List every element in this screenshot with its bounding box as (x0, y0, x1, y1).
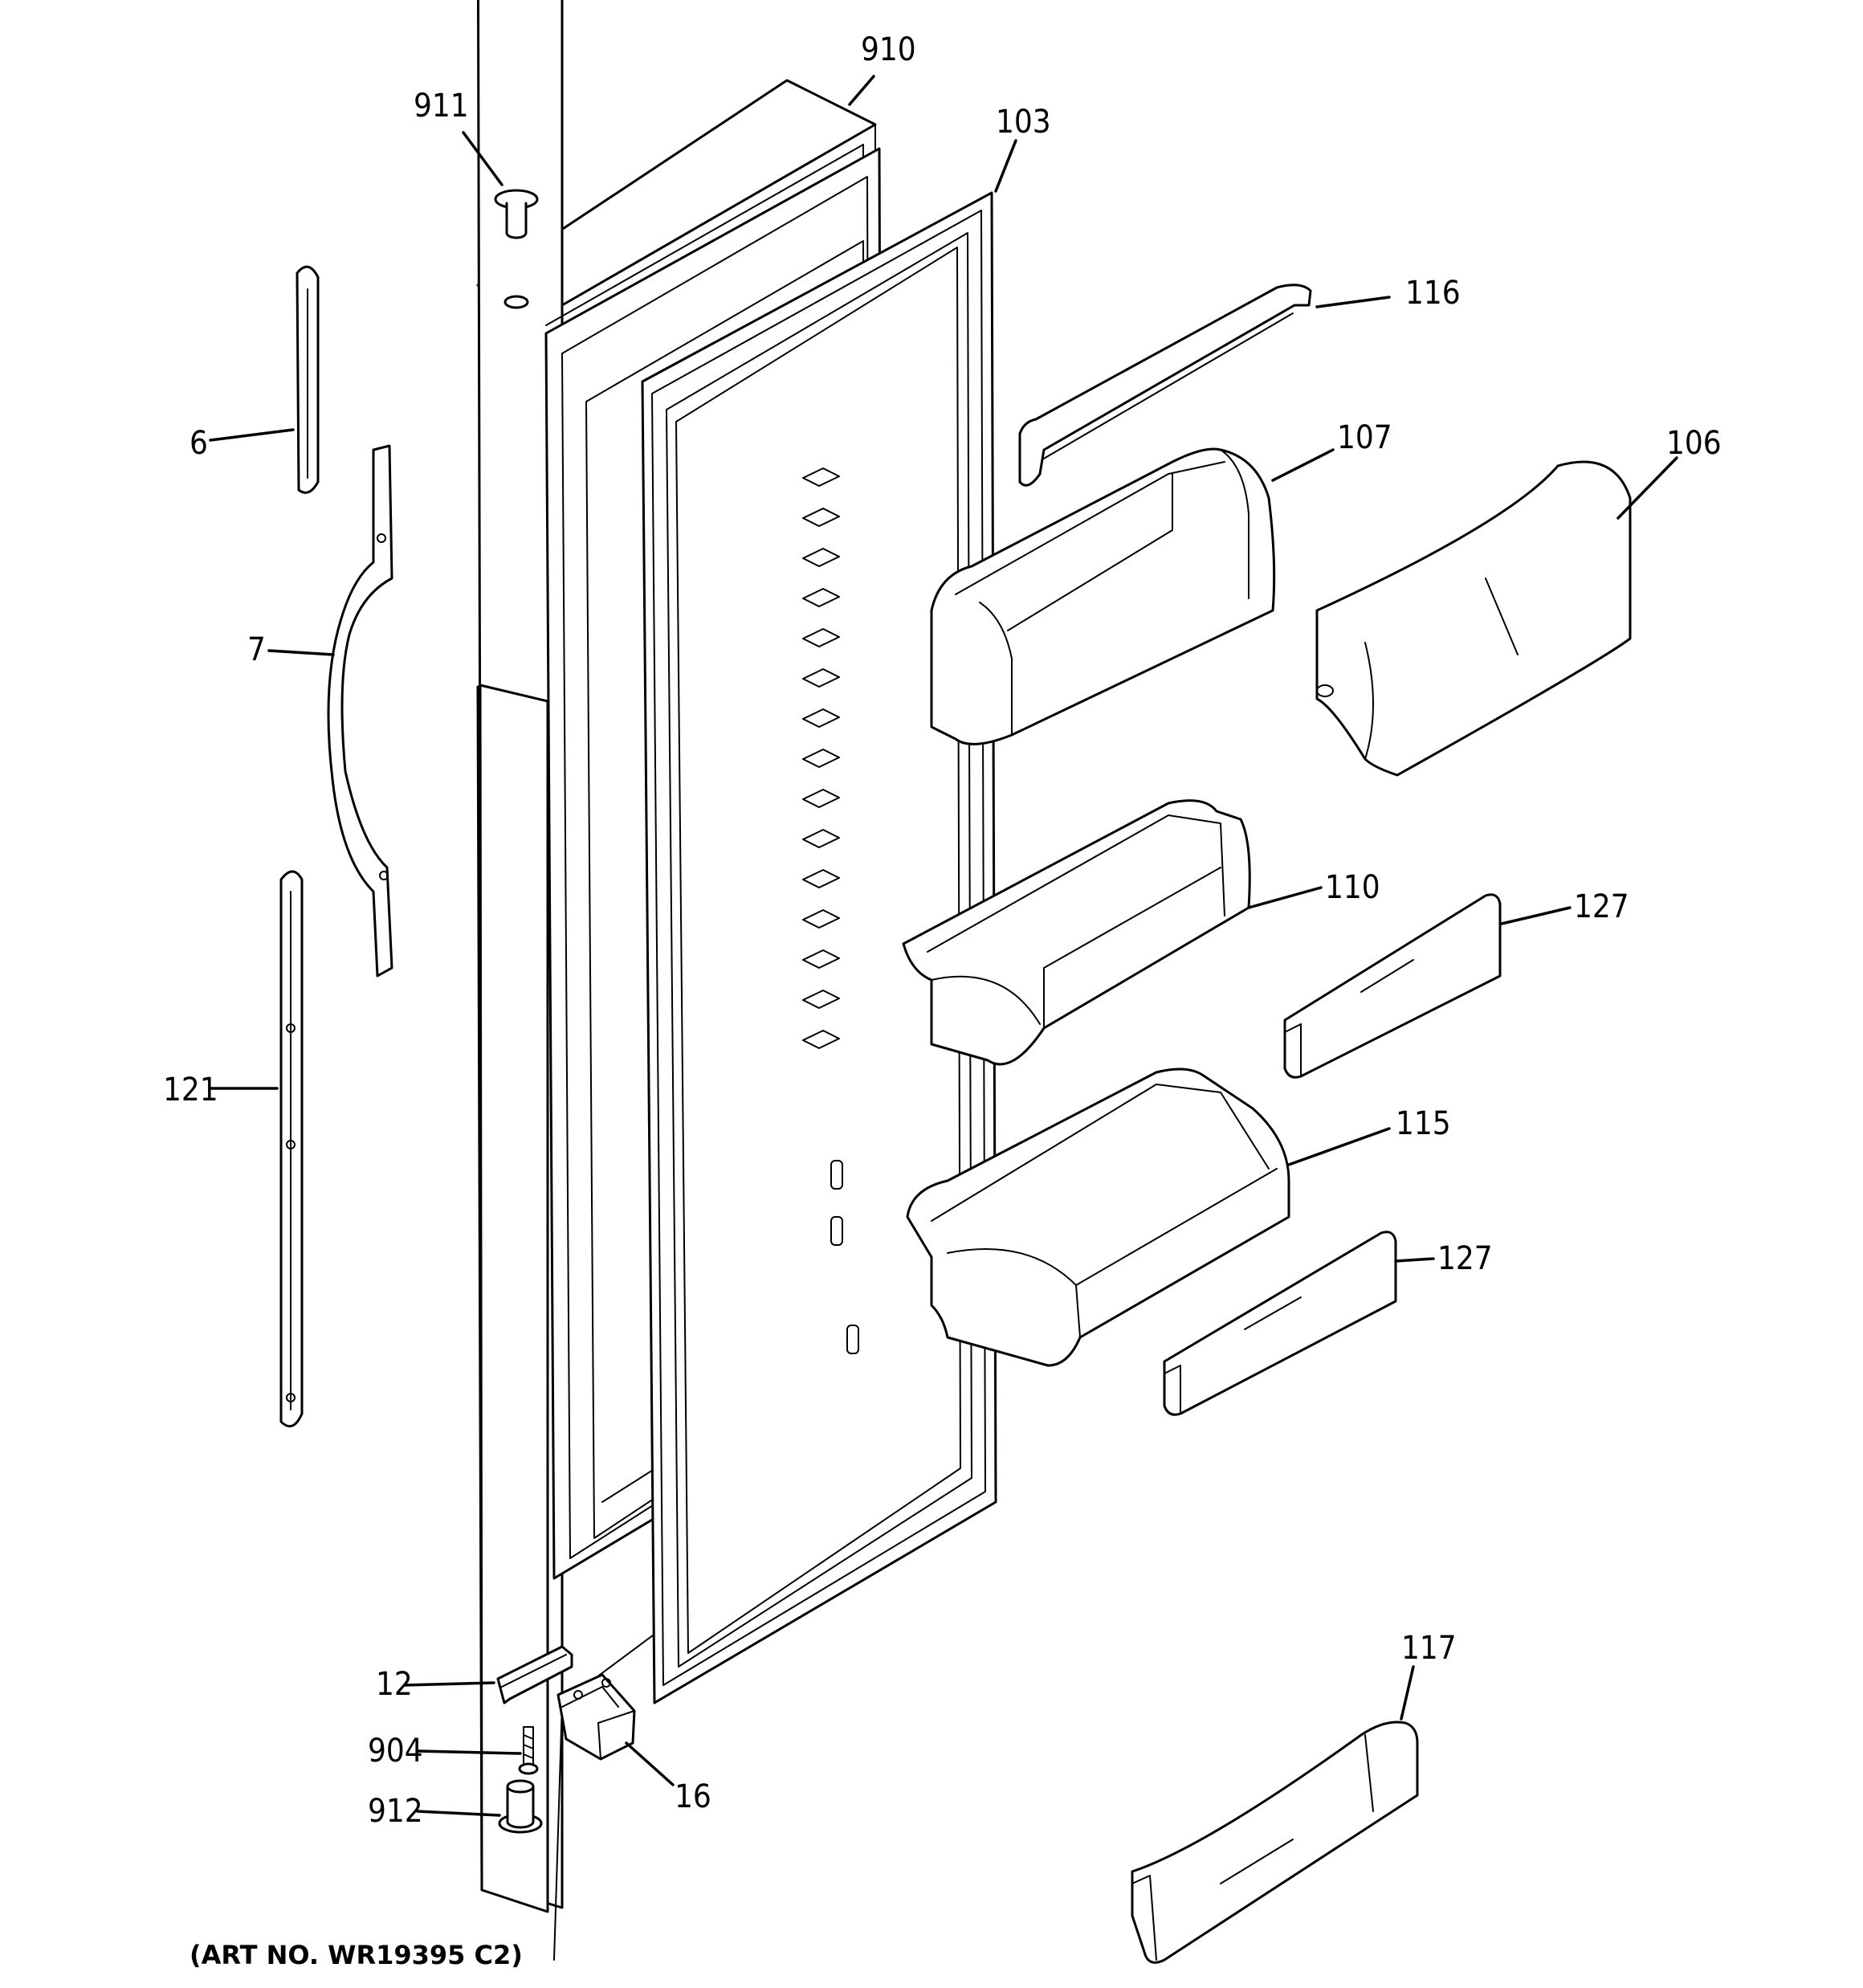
bin-front-lower-drawing (1163, 1231, 1397, 1416)
art-number: (ART NO. WR19395 C2) (190, 1940, 523, 1970)
callout-117: 117 (1401, 1630, 1457, 1667)
callout-116: 116 (1405, 275, 1461, 312)
callout-115: 115 (1396, 1105, 1451, 1142)
callout-910: 910 (861, 31, 916, 68)
leader-lines (209, 75, 1678, 1817)
upper-bin-drawing (930, 447, 1276, 745)
callout-904: 904 (368, 1733, 423, 1770)
callout-labels: 910 911 103 116 107 106 6 7 121 110 127 … (163, 31, 1722, 1830)
callout-7: 7 (247, 631, 266, 668)
door-stop-drawing (496, 1645, 573, 1704)
top-hinge-bushing-drawing (494, 189, 539, 309)
callout-127-upper: 127 (1574, 888, 1629, 925)
liner-shelf-supports (802, 467, 859, 1354)
callout-127-lower: 127 (1437, 1240, 1493, 1277)
callout-121: 121 (163, 1072, 218, 1108)
callout-12: 12 (376, 1666, 413, 1703)
callout-16: 16 (675, 1778, 711, 1815)
callout-110: 110 (1325, 869, 1380, 906)
callout-912: 912 (368, 1793, 423, 1830)
callout-106: 106 (1666, 425, 1722, 462)
hinge-bracket-drawing (556, 1673, 636, 1761)
gasket-drawing (641, 191, 997, 1704)
lower-handle-trim-drawing (279, 870, 304, 1428)
callout-103: 103 (996, 104, 1051, 141)
shelf-rail-drawing (1018, 284, 1312, 487)
upper-handle-trim-drawing (296, 265, 320, 494)
callout-911: 911 (414, 88, 469, 125)
door-outer-shell-drawing (476, 0, 877, 1961)
door-handle-drawing (327, 444, 393, 978)
callout-6: 6 (190, 425, 208, 462)
dairy-door-drawing (1315, 460, 1632, 777)
bottom-bushing-drawing (498, 1779, 543, 1834)
screw-drawing (518, 1726, 539, 1775)
bottom-bin-front-drawing (1131, 1721, 1419, 1964)
callout-107: 107 (1337, 419, 1392, 456)
bin-front-upper-drawing (1283, 893, 1502, 1079)
lower-bin-drawing (906, 1067, 1290, 1367)
